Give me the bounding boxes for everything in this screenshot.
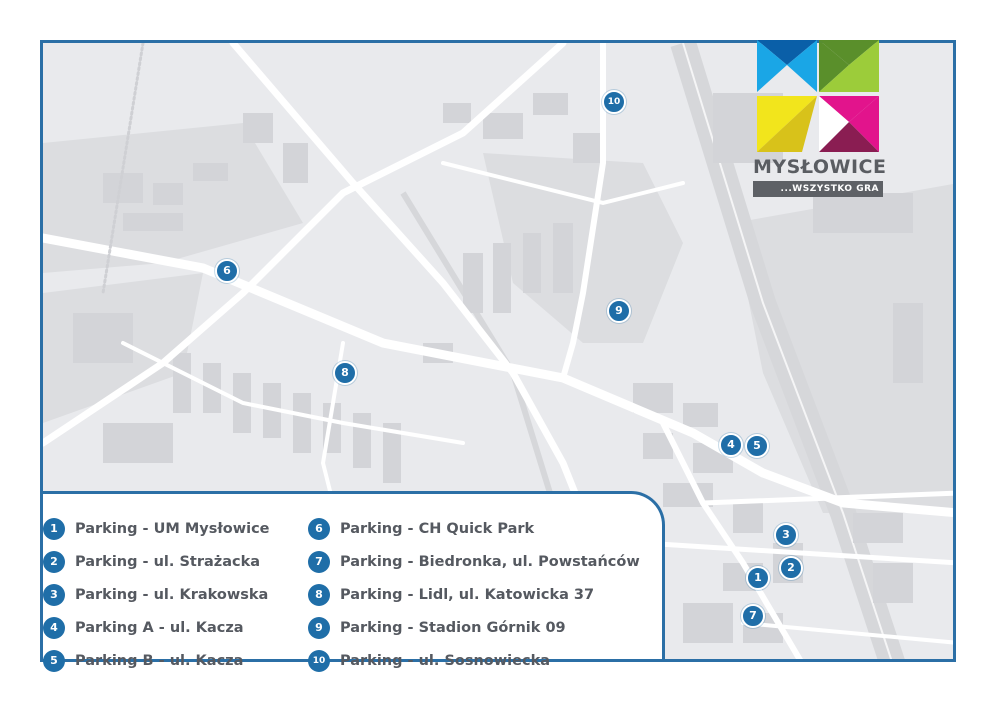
legend-item[interactable]: 8 Parking - Lidl, ul. Katowicka 37 — [308, 578, 640, 611]
legend-label: Parking - Lidl, ul. Katowicka 37 — [340, 586, 595, 603]
legend-item[interactable]: 10 Parking - ul. Sosnowiecka — [308, 644, 640, 677]
legend-item[interactable]: 9 Parking - Stadion Górnik 09 — [308, 611, 640, 644]
legend-item[interactable]: 2 Parking - ul. Strażacka — [43, 545, 270, 578]
legend-number-badge: 3 — [43, 583, 65, 606]
legend-number-badge: 10 — [308, 649, 330, 672]
legend-label: Parking - Biedronka, ul. Powstańców — [340, 553, 640, 570]
legend-label: Parking - ul. Krakowska — [75, 586, 269, 603]
legend-label: Parking B - ul. Kacza — [75, 652, 244, 669]
legend-item[interactable]: 1 Parking - UM Mysłowice — [43, 512, 270, 545]
legend-label: Parking - ul. Strażacka — [75, 553, 261, 570]
legend-label: Parking - Stadion Górnik 09 — [340, 619, 566, 636]
legend-number-badge: 4 — [43, 616, 65, 639]
legend-number-badge: 7 — [308, 550, 330, 573]
legend-item[interactable]: 6 Parking - CH Quick Park — [308, 512, 640, 545]
parking-marker-5[interactable]: 5 — [745, 434, 769, 458]
parking-marker-6[interactable]: 6 — [215, 259, 239, 283]
legend-number-badge: 6 — [308, 517, 330, 540]
parking-marker-4[interactable]: 4 — [719, 433, 743, 457]
parking-marker-9[interactable]: 9 — [607, 299, 631, 323]
parking-marker-1[interactable]: 1 — [746, 566, 770, 590]
legend-number-badge: 2 — [43, 550, 65, 573]
parking-marker-8[interactable]: 8 — [333, 361, 357, 385]
legend-number-badge: 5 — [43, 649, 65, 672]
legend-column-left: 1 Parking - UM Mysłowice 2 Parking - ul.… — [43, 512, 270, 677]
legend-item[interactable]: 3 Parking - ul. Krakowska — [43, 578, 270, 611]
legend-panel: 1 Parking - UM Mysłowice 2 Parking - ul.… — [43, 491, 665, 672]
legend-number-badge: 9 — [308, 616, 330, 639]
legend-number-badge: 1 — [43, 517, 65, 540]
brand-logo-block: MYSŁOWICE ...WSZYSTKO GRA — [753, 40, 887, 197]
parking-marker-2[interactable]: 2 — [779, 556, 803, 580]
street-map — [43, 43, 953, 659]
legend-column-right: 6 Parking - CH Quick Park 7 Parking - Bi… — [308, 512, 640, 677]
legend-item[interactable]: 5 Parking B - ul. Kacza — [43, 644, 270, 677]
park-areas — [43, 123, 953, 513]
parking-marker-10[interactable]: 10 — [602, 90, 626, 114]
brand-tagline: ...WSZYSTKO GRA — [753, 181, 883, 197]
legend-item[interactable]: 4 Parking A - ul. Kacza — [43, 611, 270, 644]
mys-logo-icon — [757, 40, 879, 152]
brand-name: MYSŁOWICE — [753, 156, 887, 178]
roads — [43, 43, 953, 659]
parking-marker-3[interactable]: 3 — [774, 523, 798, 547]
parking-marker-7[interactable]: 7 — [741, 604, 765, 628]
legend-label: Parking - CH Quick Park — [340, 520, 535, 537]
legend-label: Parking A - ul. Kacza — [75, 619, 244, 636]
legend-number-badge: 8 — [308, 583, 330, 606]
legend-label: Parking - ul. Sosnowiecka — [340, 652, 550, 669]
legend-item[interactable]: 7 Parking - Biedronka, ul. Powstańców — [308, 545, 640, 578]
legend-label: Parking - UM Mysłowice — [75, 520, 270, 537]
